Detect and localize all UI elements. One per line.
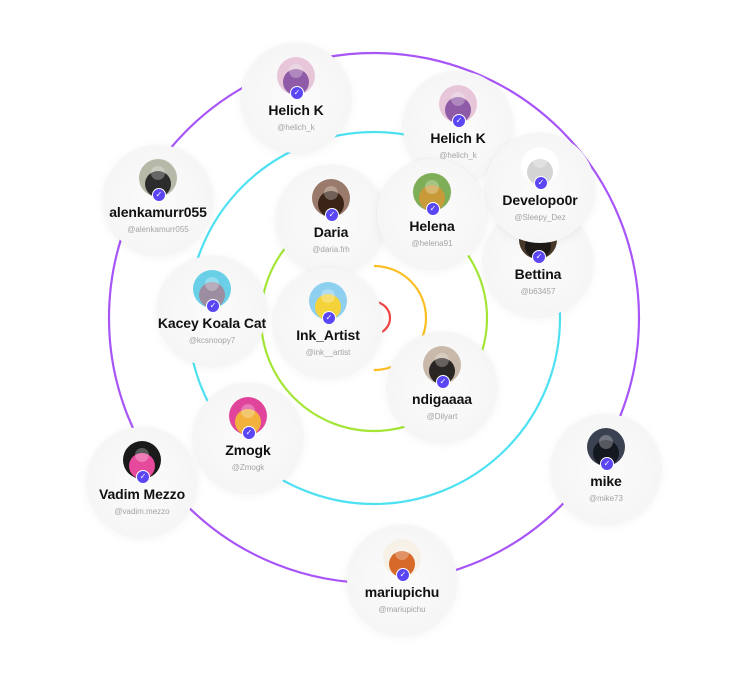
- profile-card-kacey-koala-cat[interactable]: ✓ Kacey Koala Cat @kcsnoopy7: [157, 256, 267, 366]
- profile-handle: @ink__artist: [305, 348, 351, 357]
- verified-badge-icon: ✓: [426, 202, 440, 216]
- profile-name: Bettina: [514, 266, 562, 282]
- profile-handle: @helena91: [411, 239, 453, 248]
- verified-badge-icon: ✓: [600, 457, 614, 471]
- profile-name: Zmogk: [225, 442, 271, 458]
- verified-badge-icon: ✓: [452, 114, 466, 128]
- profile-name: Helich K: [430, 130, 486, 146]
- profile-handle: @kcsnoopy7: [188, 336, 236, 345]
- verified-badge-icon: ✓: [325, 208, 339, 222]
- profile-handle: @helich_k: [439, 151, 477, 160]
- profile-card-mariupichu[interactable]: ✓ mariupichu @mariupichu: [347, 525, 457, 635]
- profile-avatar-image: [277, 57, 315, 95]
- profile-handle: @helich_k: [277, 123, 315, 132]
- avatar: ✓: [413, 173, 451, 216]
- profile-handle: @b63457: [520, 287, 556, 296]
- avatar: ✓: [139, 159, 177, 202]
- avatar: ✓: [521, 147, 559, 190]
- profile-handle: @daria.frh: [312, 245, 350, 254]
- profile-card-zmogk[interactable]: ✓ Zmogk @Zmogk: [193, 383, 303, 493]
- avatar: ✓: [309, 282, 347, 325]
- profile-handle: @alenkamurr055: [127, 225, 189, 234]
- profile-handle: @Dilyart: [426, 412, 458, 421]
- profile-name: alenkamurr055: [109, 204, 207, 220]
- profile-card-mike[interactable]: ✓ mike @mike73: [551, 414, 661, 524]
- profile-name: Developo0r: [502, 192, 578, 208]
- avatar: ✓: [312, 179, 350, 222]
- profile-avatar-image: [312, 179, 350, 217]
- profile-name: Helich K: [268, 102, 324, 118]
- avatar: ✓: [277, 57, 315, 100]
- verified-badge-icon: ✓: [534, 176, 548, 190]
- avatar: ✓: [423, 346, 461, 389]
- profile-name: Kacey Koala Cat: [157, 315, 267, 331]
- verified-badge-icon: ✓: [136, 470, 150, 484]
- verified-badge-icon: ✓: [322, 311, 336, 325]
- profile-name: Helena: [409, 218, 455, 234]
- profile-card-developo0r[interactable]: ✓ Developo0r @Sleepy_Dez: [485, 133, 595, 243]
- ring-yellow: [320, 264, 428, 372]
- profile-card-daria[interactable]: ✓ Daria @daria.frh: [276, 165, 386, 275]
- profile-handle: @mike73: [589, 494, 623, 503]
- profile-handle: @mariupichu: [378, 605, 426, 614]
- profile-name: Vadim Mezzo: [98, 486, 186, 502]
- profile-avatar-image: [413, 173, 451, 211]
- profile-name: ndigaaaa: [412, 391, 472, 407]
- profile-handle: @Sleepy_Dez: [514, 213, 566, 222]
- profile-card-ndigaaaa[interactable]: ✓ ndigaaaa @Dilyart: [387, 332, 497, 442]
- profile-handle: @vadim.mezzo: [114, 507, 170, 516]
- profile-name: Ink_Artist: [296, 327, 360, 343]
- profile-name: Daria: [313, 224, 349, 240]
- verified-badge-icon: ✓: [152, 188, 166, 202]
- profile-card-vadim-mezzo[interactable]: ✓ Vadim Mezzo @vadim.mezzo: [87, 427, 197, 537]
- profile-name: mike: [590, 473, 622, 489]
- avatar: ✓: [123, 441, 161, 484]
- verified-badge-icon: ✓: [532, 250, 546, 264]
- verified-badge-icon: ✓: [436, 375, 450, 389]
- profile-card-helena[interactable]: ✓ Helena @helena91: [377, 159, 487, 269]
- avatar: ✓: [229, 397, 267, 440]
- profile-card-ink-artist[interactable]: ✓ Ink_Artist @ink__artist: [273, 268, 383, 378]
- avatar: ✓: [439, 85, 477, 128]
- verified-badge-icon: ✓: [290, 86, 304, 100]
- profile-name: mariupichu: [364, 584, 440, 600]
- avatar: ✓: [383, 539, 421, 582]
- verified-badge-icon: ✓: [396, 568, 410, 582]
- avatar: ✓: [587, 428, 625, 471]
- verified-badge-icon: ✓: [242, 426, 256, 440]
- profile-card-alenkamurr055[interactable]: ✓ alenkamurr055 @alenkamurr055: [103, 145, 213, 255]
- verified-badge-icon: ✓: [206, 299, 220, 313]
- profile-handle: @Zmogk: [231, 463, 265, 472]
- profile-card-helich-k[interactable]: ✓ Helich K @helich_k: [241, 43, 351, 153]
- avatar: ✓: [193, 270, 231, 313]
